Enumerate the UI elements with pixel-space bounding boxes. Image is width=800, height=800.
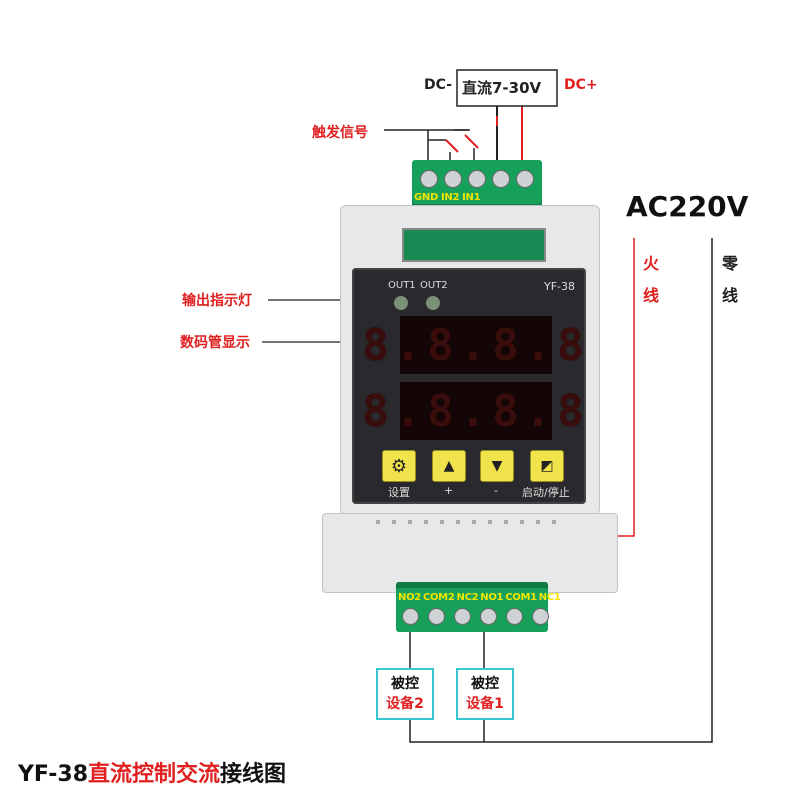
plus-caption: + xyxy=(444,484,454,497)
terminal-label-in1: IN1 xyxy=(462,192,481,203)
terminal-screw xyxy=(428,608,445,625)
terminal-screw xyxy=(468,170,486,188)
terminal-screw xyxy=(480,608,497,625)
caption-model: YF-38 xyxy=(18,762,89,787)
terminal-screw xyxy=(532,608,549,625)
triangle-up-icon: ▲ xyxy=(443,458,455,474)
terminal-label-com1: COM1 xyxy=(505,592,537,603)
led-label-out2: OUT2 xyxy=(420,280,448,291)
device-base xyxy=(322,513,618,593)
display-bottom: 8.8.8.8 xyxy=(362,382,584,440)
bottom-terminal-block: NO2 COM2 NC2 NO1 COM1 NC1 xyxy=(396,582,561,632)
caption-highlight: 直流控制交流 xyxy=(88,762,221,787)
neutral-label-2: 线 xyxy=(722,286,739,305)
controlled-device-2: 被控 设备2 xyxy=(376,668,434,720)
controlled-device-1: 被控 设备1 xyxy=(456,668,514,720)
terminal-label-in2: IN2 xyxy=(440,192,460,203)
neutral-wire xyxy=(409,238,713,743)
start-stop-button[interactable]: ◩ xyxy=(530,450,564,482)
terminal-label-nc1: NC1 xyxy=(538,592,561,603)
caption-tail: 接线图 xyxy=(220,762,287,787)
neutral-label-1: 零 xyxy=(722,254,739,273)
in1-switch xyxy=(464,134,479,149)
display-bottom-digits: 8.8.8.8 xyxy=(362,385,590,437)
trigger-label: 触发信号 xyxy=(312,125,368,141)
diagram-caption: YF-38直流控制交流接线图 xyxy=(18,756,286,788)
terminal-screw xyxy=(506,608,523,625)
terminal-screw xyxy=(402,608,419,625)
live-label-2: 线 xyxy=(643,286,660,305)
led-out1 xyxy=(394,296,408,310)
dc-plus-label: DC+ xyxy=(564,77,598,93)
terminal-screw xyxy=(516,170,534,188)
terminal-screw xyxy=(454,608,471,625)
terminal-label-no2: NO2 xyxy=(398,592,421,603)
display-top-digits: 8.8.8.8 xyxy=(362,319,590,371)
minus-caption: - xyxy=(494,484,498,497)
minus-button[interactable]: ▼ xyxy=(480,450,514,482)
start-stop-caption: 启动/停止 xyxy=(522,486,570,499)
set-button[interactable]: ⚙ xyxy=(382,450,416,482)
model-label: YF-38 xyxy=(544,280,576,293)
display-label: 数码管显示 xyxy=(180,335,250,351)
terminal-label-gnd: GND xyxy=(414,192,438,203)
led-label-out1: OUT1 xyxy=(388,280,416,291)
terminal-screw xyxy=(420,170,438,188)
device-2-line1: 被控 xyxy=(391,676,419,692)
ac-label: AC220V xyxy=(626,190,749,223)
terminal-screw xyxy=(492,170,510,188)
led-out2 xyxy=(426,296,440,310)
terminal-screw xyxy=(444,170,462,188)
terminal-label-nc2: NC2 xyxy=(456,592,479,603)
gear-icon: ⚙ xyxy=(390,455,408,477)
out-indicator-label: 输出指示灯 xyxy=(182,293,252,309)
device-1-line1: 被控 xyxy=(471,676,499,692)
display-top: 8.8.8.8 xyxy=(362,316,584,374)
power-supply-box xyxy=(456,69,558,107)
terminal-label-no1: NO1 xyxy=(480,592,504,603)
triangle-down-icon: ▼ xyxy=(491,458,503,474)
device-1-line2: 设备1 xyxy=(466,696,504,712)
in2-switch xyxy=(445,139,459,153)
device-2-line2: 设备2 xyxy=(386,696,424,712)
plus-button[interactable]: ▲ xyxy=(432,450,466,482)
live-label-1: 火 xyxy=(643,254,660,273)
front-panel: OUT1 OUT2 YF-38 8.8.8.8 8.8.8.8 ⚙ ▲ ▼ ◩ … xyxy=(352,268,586,504)
dc-minus-label: DC- xyxy=(424,77,453,93)
terminal-label-com2: COM2 xyxy=(422,592,455,603)
housing-window xyxy=(402,228,546,262)
top-terminal-block: GND IN2 IN1 xyxy=(412,160,542,210)
start-stop-icon: ◩ xyxy=(540,458,554,474)
power-supply-label: 直流7-30V xyxy=(462,79,542,97)
set-caption: 设置 xyxy=(388,486,410,499)
